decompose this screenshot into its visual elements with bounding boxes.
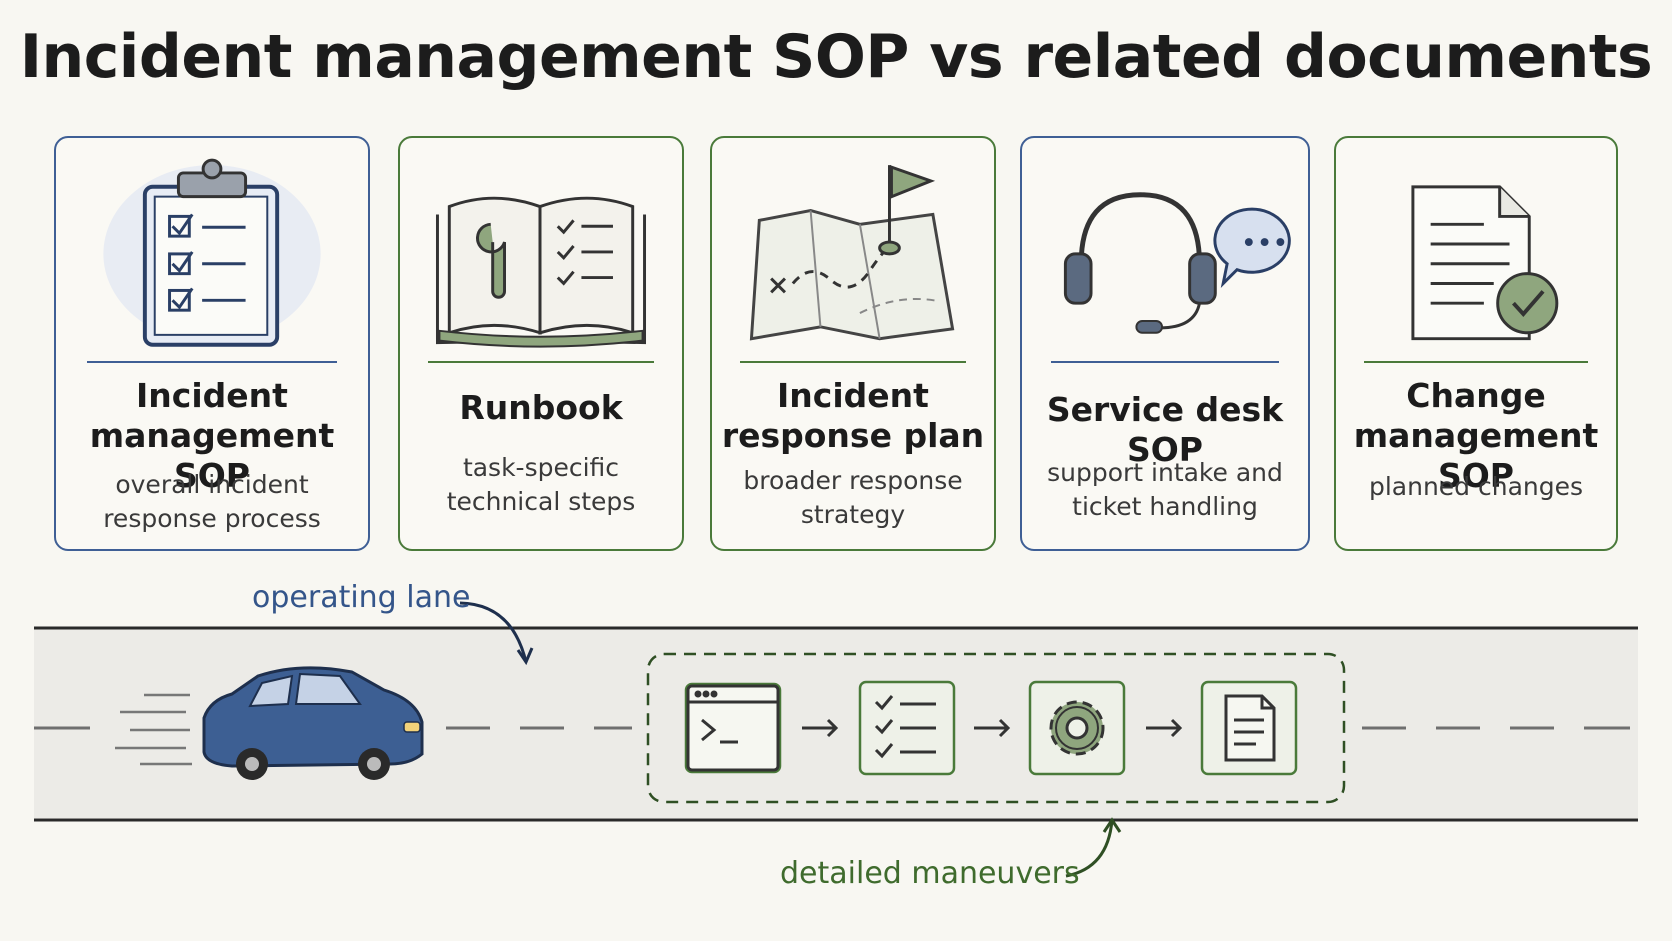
map-flag-icon bbox=[749, 165, 955, 341]
operating-lane-label: operating lane bbox=[252, 580, 471, 615]
card-change-management-sop: Change management SOP planned changes bbox=[1334, 136, 1618, 551]
card-divider bbox=[428, 361, 654, 363]
document-icon bbox=[1224, 694, 1276, 762]
card-description: task-specific technical steps bbox=[446, 453, 636, 516]
card-description: overall incident response process bbox=[103, 470, 321, 533]
card-service-desk-sop: Service desk SOP support intake and tick… bbox=[1020, 136, 1310, 551]
card-incident-management-sop: Incident management SOP overall incident… bbox=[54, 136, 370, 551]
card-description: support intake and ticket handling bbox=[1047, 458, 1283, 521]
card-description: planned changes bbox=[1368, 472, 1584, 501]
card-runbook: Runbook task-specific technical steps bbox=[398, 136, 684, 551]
car-icon bbox=[202, 666, 424, 780]
card-title: Change management SOP bbox=[1353, 376, 1599, 495]
card-divider bbox=[87, 361, 337, 363]
card-title: Incident response plan bbox=[721, 376, 985, 455]
card-incident-response-plan: Incident response plan broader response … bbox=[710, 136, 996, 551]
document-check-icon bbox=[1411, 185, 1559, 341]
open-book-wrench-icon bbox=[435, 196, 647, 348]
maneuvers-group bbox=[646, 652, 1346, 804]
card-divider bbox=[740, 361, 966, 363]
maneuvers-label-arrow bbox=[1065, 819, 1114, 878]
card-divider bbox=[1364, 361, 1588, 363]
step-arrows bbox=[802, 718, 1183, 738]
card-divider bbox=[1050, 361, 1280, 363]
terminal-icon bbox=[686, 684, 780, 772]
card-description: broader response strategy bbox=[743, 466, 963, 529]
card-title: Incident management SOP bbox=[89, 376, 335, 495]
lane-label-arrow bbox=[459, 601, 528, 663]
detailed-maneuvers-label: detailed maneuvers bbox=[780, 856, 1080, 891]
page-title: Incident management SOP vs related docum… bbox=[19, 22, 1653, 92]
headset-chat-icon bbox=[1063, 192, 1291, 334]
card-title: Service desk SOP bbox=[1046, 390, 1284, 469]
motion-lines bbox=[115, 693, 192, 766]
gear-icon bbox=[1049, 700, 1105, 756]
checklist-icon bbox=[874, 695, 936, 759]
card-title: Runbook bbox=[459, 388, 623, 427]
clipboard-checklist-icon bbox=[103, 158, 321, 347]
